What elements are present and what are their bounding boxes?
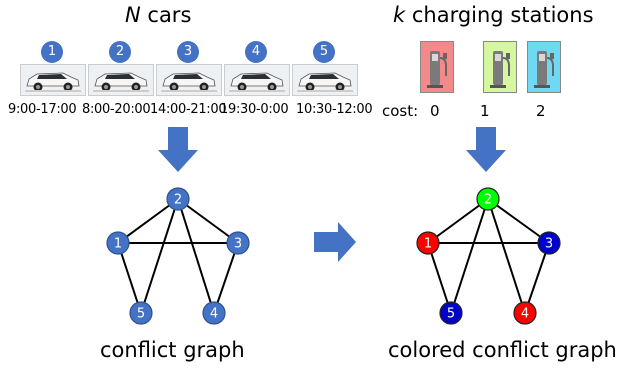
cars-title: N cars (125, 3, 192, 27)
graph-edge (487, 198, 550, 244)
graph-node (476, 187, 500, 211)
right-arrow-middle (314, 222, 356, 262)
graph-edge (427, 198, 489, 244)
graph-edge (524, 242, 550, 314)
graph-edge (117, 242, 142, 314)
graph-node-label: 2 (484, 193, 492, 208)
down-arrow-left (158, 127, 198, 172)
car-time-window: 10:30-12:00 (296, 102, 373, 117)
car-image (88, 64, 154, 96)
graph-node (439, 301, 463, 325)
cost-label: cost: (382, 102, 419, 120)
graph-node-label: 4 (521, 307, 529, 322)
graph-node-label: 3 (545, 237, 553, 252)
graph-node (202, 301, 226, 325)
graph-edge (487, 198, 526, 314)
charging-station-icon (527, 41, 561, 93)
graph-node (226, 231, 250, 255)
graph-edge (177, 198, 215, 314)
car-image (20, 64, 86, 96)
car-number-badge: 5 (313, 41, 335, 63)
car-image (156, 64, 222, 96)
car-image (224, 64, 290, 96)
right-caption: colored conflict graph (388, 338, 617, 362)
conflict-graph: 1 2 3 4 5 (106, 187, 250, 325)
graph-node (166, 187, 190, 211)
car-number-badge: 3 (177, 41, 199, 63)
station-cost: 2 (536, 102, 546, 120)
graph-node (513, 301, 537, 325)
graph-edge (140, 198, 179, 314)
graph-node-label: 3 (234, 237, 242, 252)
graph-edge (117, 198, 179, 244)
graph-edge (427, 242, 452, 314)
car-time-window: 9:00-17:00 (8, 102, 77, 117)
charging-station-icon (420, 41, 454, 93)
car-time-window: 19:30-0:00 (220, 102, 289, 117)
station-cost: 0 (430, 102, 440, 120)
station-cost: 1 (480, 102, 490, 120)
charging-station-icon (483, 41, 517, 93)
left-caption: conflict graph (100, 338, 245, 362)
car-time-window: 8:00-20:00 (82, 102, 151, 117)
graph-node (416, 231, 440, 255)
graph-edge (213, 242, 239, 314)
car-number-badge: 4 (245, 41, 267, 63)
down-arrow-right (466, 127, 506, 172)
graph-node-label: 2 (174, 193, 182, 208)
graph-node-label: 1 (424, 237, 432, 252)
car-number-badge: 2 (109, 41, 131, 63)
graph-node (129, 301, 153, 325)
stations-title: k charging stations (393, 3, 594, 27)
graph-node-label: 4 (210, 307, 218, 322)
car-time-window: 14:00-21:00 (150, 102, 227, 117)
graph-edge (450, 198, 489, 314)
colored-conflict-graph: 1 2 3 4 5 (416, 187, 561, 325)
graph-node-label: 5 (137, 307, 145, 322)
car-image (292, 64, 358, 96)
graph-edge (177, 198, 239, 244)
graph-node-label: 1 (114, 237, 122, 252)
car-number-badge: 1 (41, 41, 63, 63)
graph-node (537, 231, 561, 255)
graph-node-label: 5 (447, 307, 455, 322)
graph-node (106, 231, 130, 255)
